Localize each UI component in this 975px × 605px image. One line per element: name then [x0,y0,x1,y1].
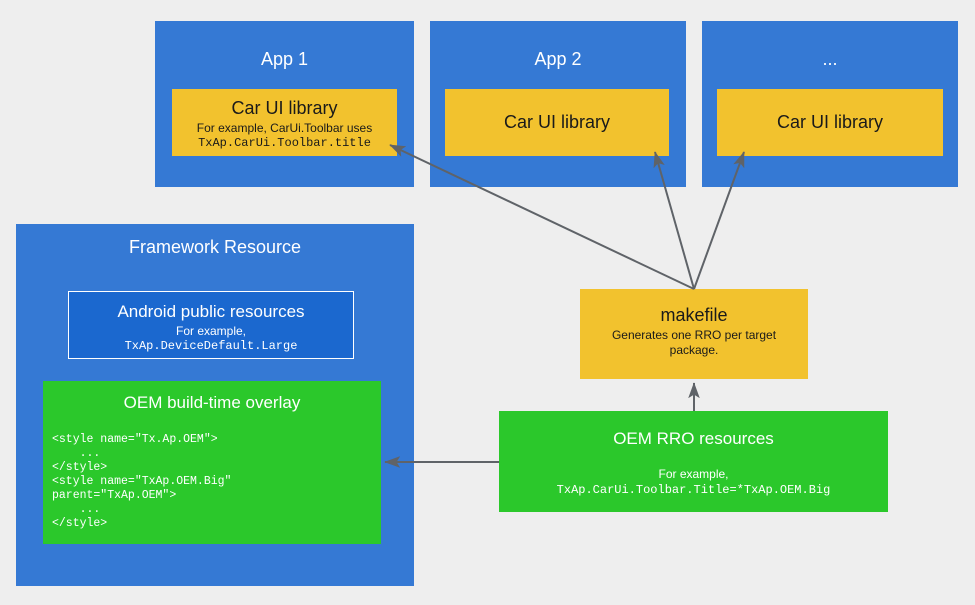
oem-build-time-overlay-code: <style name="Tx.Ap.OEM"> ... </style> <s… [52,433,232,530]
android-public-resources-subtitle: For example, [175,324,247,338]
app-1-title: App 1 [260,49,309,69]
app-1-car-ui-library: Car UI library For example, CarUi.Toolba… [172,89,397,156]
makefile-box: makefile Generates one RRO per target pa… [580,289,808,379]
makefile-subtitle: Generates one RRO per target package. [611,328,777,357]
app-more-car-ui-library: Car UI library [717,89,943,156]
oem-rro-resources-code: TxAp.CarUi.Toolbar.Title=*TxAp.OEM.Big [556,483,831,497]
app-2-library-title: Car UI library [503,112,610,132]
app-1-library-code: TxAp.CarUi.Toolbar.title [198,136,371,150]
android-public-resources-code: TxAp.DeviceDefault.Large [124,339,298,353]
android-public-resources-box: Android public resources For example, Tx… [68,291,354,359]
oem-rro-resources-box: OEM RRO resources For example, TxAp.CarU… [499,411,888,512]
app-2-car-ui-library: Car UI library [445,89,669,156]
android-public-resources-title: Android public resources [117,302,305,321]
oem-build-time-overlay-title: OEM build-time overlay [123,393,301,412]
app-more-library-title: Car UI library [776,112,883,132]
makefile-title: makefile [660,305,728,325]
oem-build-time-overlay-box: OEM build-time overlay <style name="Tx.A… [43,381,381,544]
framework-resource-title: Framework Resource [128,237,302,257]
app-1-library-subtitle: For example, CarUi.Toolbar uses [196,121,373,135]
app-2-title: App 2 [534,49,582,69]
oem-rro-resources-title: OEM RRO resources [613,429,774,448]
app-more-title: ... [822,49,838,69]
app-1-library-title: Car UI library [231,98,338,118]
oem-rro-resources-subtitle: For example, [658,467,729,481]
